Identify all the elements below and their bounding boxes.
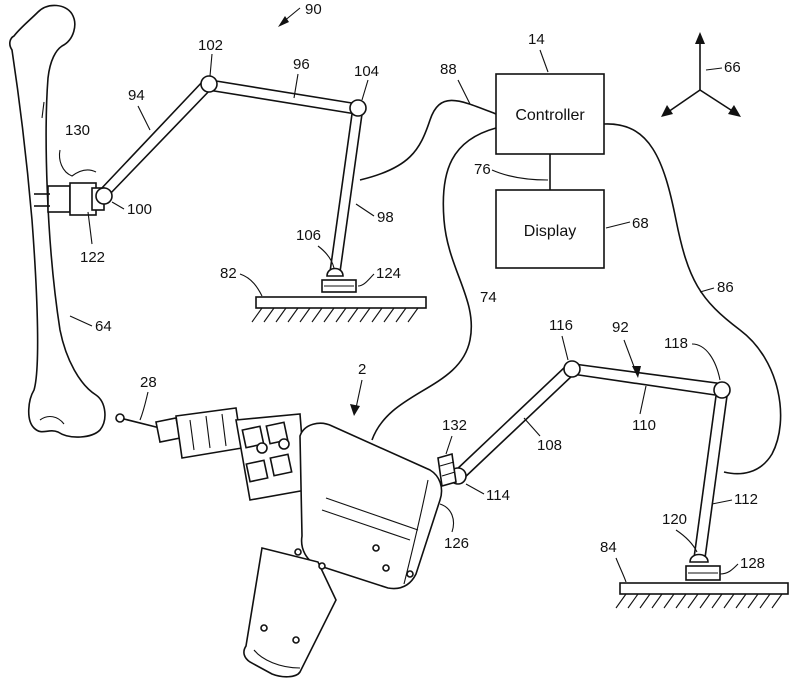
probe-label: 28 <box>140 374 157 391</box>
left-link-94-label: 94 <box>128 87 145 104</box>
right-link-108-label: 108 <box>537 437 562 454</box>
bone-mount-bracket <box>60 150 97 176</box>
cable-88-label: 88 <box>440 61 457 78</box>
joint-102-label: 102 <box>198 37 223 54</box>
right-link-110-label: 110 <box>632 417 656 434</box>
joint-114-label: 114 <box>486 487 510 504</box>
joint-106-label: 106 <box>296 227 321 244</box>
controller-label: Controller <box>515 107 585 124</box>
probe-shaft <box>124 419 160 428</box>
joint-106 <box>327 269 343 277</box>
right-tracking-arm <box>450 361 730 580</box>
display-block: Display <box>496 190 604 268</box>
base-mount-128-label: 128 <box>740 555 765 572</box>
right-arm-label: 92 <box>612 319 629 336</box>
right-base-hatching <box>616 594 782 608</box>
display-ref: 68 <box>632 215 649 232</box>
left-tracking-arm <box>96 76 366 292</box>
tool-mount <box>438 454 456 486</box>
figure-reference: 90 <box>278 1 322 27</box>
left-link-96-label: 96 <box>293 56 310 73</box>
femur-label: 64 <box>95 318 112 335</box>
figure-ref-arrowhead <box>278 16 289 27</box>
joint-100 <box>96 188 112 204</box>
bone-mount <box>34 183 104 215</box>
bone-coupling-label: 122 <box>80 249 105 266</box>
joint-104 <box>350 100 366 116</box>
joint-118 <box>714 382 730 398</box>
femur-leader <box>70 316 92 326</box>
display-label: Display <box>524 223 576 240</box>
controller-block: Controller <box>496 74 604 154</box>
handheld-tool <box>116 408 456 677</box>
base-mount-124-label: 124 <box>376 265 401 282</box>
left-base-hatching <box>252 308 418 322</box>
axes-label: 66 <box>724 59 741 76</box>
controller-display-link-label: 76 <box>474 161 491 178</box>
joint-102 <box>201 76 217 92</box>
right-base-label: 84 <box>600 539 617 556</box>
figure-ref-label: 90 <box>305 1 322 18</box>
joint-120 <box>690 555 708 563</box>
bone-coupling-leader <box>88 212 92 244</box>
left-base-82 <box>252 297 426 322</box>
joint-118-label: 118 <box>664 335 688 352</box>
joint-116 <box>564 361 580 377</box>
cable-86 <box>604 124 781 474</box>
left-base-label: 82 <box>220 265 237 282</box>
joint-116-label: 116 <box>549 317 573 334</box>
controller-ref: 14 <box>528 31 545 48</box>
right-link-112-label: 112 <box>734 491 758 508</box>
probe-tip <box>116 414 124 422</box>
tool-mount-label: 132 <box>442 417 467 434</box>
bone-mount-label: 130 <box>65 122 90 139</box>
tool-label: 2 <box>358 361 366 378</box>
joint-104-label: 104 <box>354 63 379 80</box>
femur-bone <box>10 5 105 437</box>
cable-74-label: 74 <box>480 289 497 306</box>
joint-100-label: 100 <box>127 201 152 218</box>
tool-coupling-label: 126 <box>444 535 469 552</box>
joint-120-label: 120 <box>662 511 687 528</box>
right-base-84 <box>616 583 788 608</box>
left-link-98-label: 98 <box>377 209 394 226</box>
cable-86-label: 86 <box>717 279 734 296</box>
